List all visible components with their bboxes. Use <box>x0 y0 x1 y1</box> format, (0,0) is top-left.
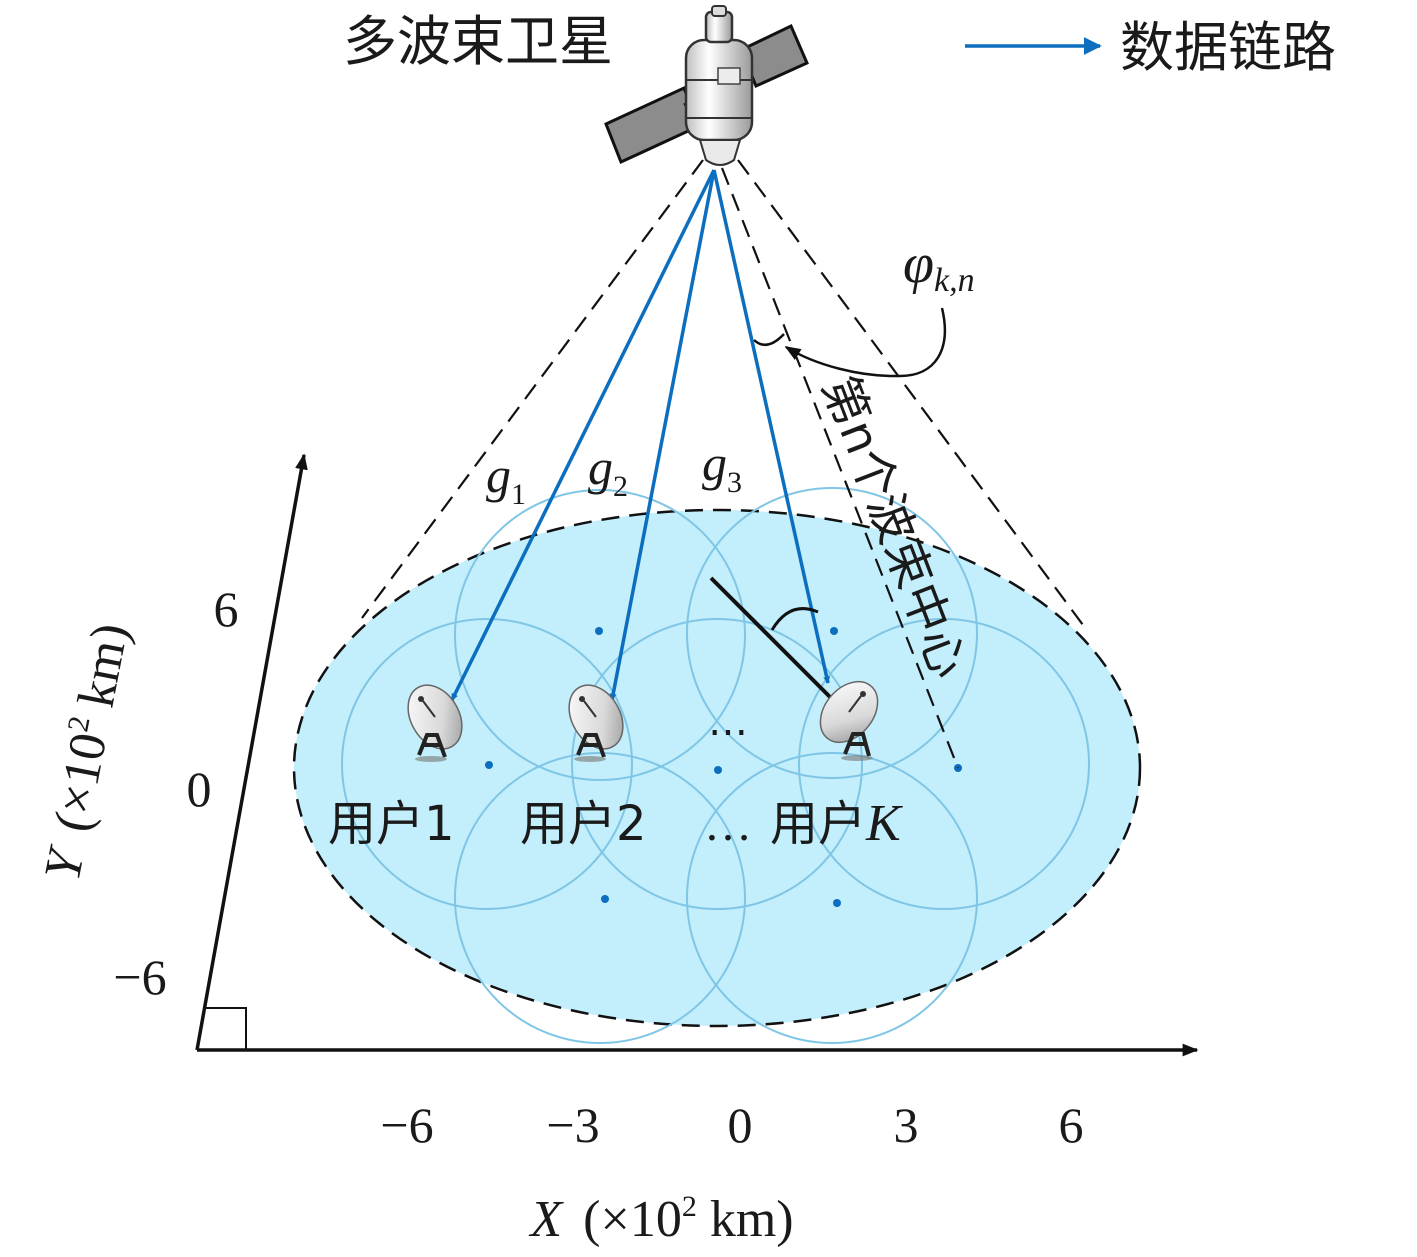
beam-ring <box>798 618 1090 910</box>
beam-centers <box>485 627 962 907</box>
satellite-dish-icon <box>407 684 463 762</box>
y-tick-label: −6 <box>113 949 166 1005</box>
beam-center-dot <box>833 899 841 907</box>
user2-label: 用户2 <box>520 796 647 852</box>
x-tick-label: 0 <box>728 1097 753 1153</box>
beam-ring <box>686 487 978 779</box>
userk-label: 用户K <box>770 795 903 852</box>
beam-ring <box>454 489 746 781</box>
x-tick-label: 3 <box>894 1097 919 1153</box>
x-tick-label: −6 <box>380 1097 433 1153</box>
beam-center-line <box>720 167 960 769</box>
satellite-icon <box>604 5 809 166</box>
satellite-dish-icon <box>819 680 879 761</box>
beam-center-dot <box>601 895 609 903</box>
angle-marker <box>753 307 947 378</box>
satellite-label: 多波束卫星 <box>343 10 613 73</box>
link-user2 <box>609 169 716 701</box>
satellite-dish-icon <box>568 684 624 762</box>
users-ellipsis-mid: ⋯ <box>708 709 748 754</box>
y-tick-label: 0 <box>187 761 212 817</box>
legend: 数据链路 <box>965 16 1336 79</box>
beam-center-dot <box>595 627 603 635</box>
right-angle-marker <box>203 1007 247 1050</box>
angle-label: φk,n <box>903 233 975 299</box>
x-tick-label: −3 <box>546 1097 599 1153</box>
beam-center-dot <box>830 627 838 635</box>
cone-right-edge <box>737 159 1084 626</box>
channel-label-g1: g1 <box>486 447 526 511</box>
y-axis-title: Y (×102 km) <box>33 618 140 885</box>
axes <box>195 453 1199 1057</box>
x-axis-ticks: −6 −3 0 3 6 <box>380 1097 1083 1153</box>
beam-cone <box>361 159 1084 769</box>
cone-left-edge <box>361 159 704 619</box>
userk-geometry <box>709 576 832 699</box>
user1-label: 用户1 <box>328 796 455 852</box>
angle-pointer-curve <box>784 307 947 378</box>
y-axis-line <box>195 453 308 1051</box>
angle-arc <box>753 333 785 347</box>
beam-ring <box>341 618 633 910</box>
link-user1 <box>450 169 716 701</box>
beam-center-dot <box>714 766 722 774</box>
beam-ring <box>686 752 978 1044</box>
data-links <box>450 169 831 701</box>
legend-label: 数据链路 <box>1120 16 1336 79</box>
x-axis-title: X (×102 km) <box>528 1190 793 1248</box>
y-axis-ticks: 6 0 −6 <box>113 581 238 1005</box>
userk-angle-arc <box>770 607 819 631</box>
beam-rings <box>341 487 1090 1044</box>
y-tick-label: 6 <box>214 581 239 637</box>
channel-label-g2: g2 <box>588 439 628 503</box>
link-userk <box>712 169 831 684</box>
beam-ring <box>454 752 746 1044</box>
beam-ring <box>571 618 863 910</box>
beam-center-dot <box>485 761 493 769</box>
x-tick-label: 6 <box>1059 1097 1084 1153</box>
channel-label-g3: g3 <box>702 435 742 499</box>
userk-to-center-line <box>709 576 832 699</box>
satellite-body <box>684 38 754 142</box>
users-ellipsis: … <box>704 798 752 851</box>
